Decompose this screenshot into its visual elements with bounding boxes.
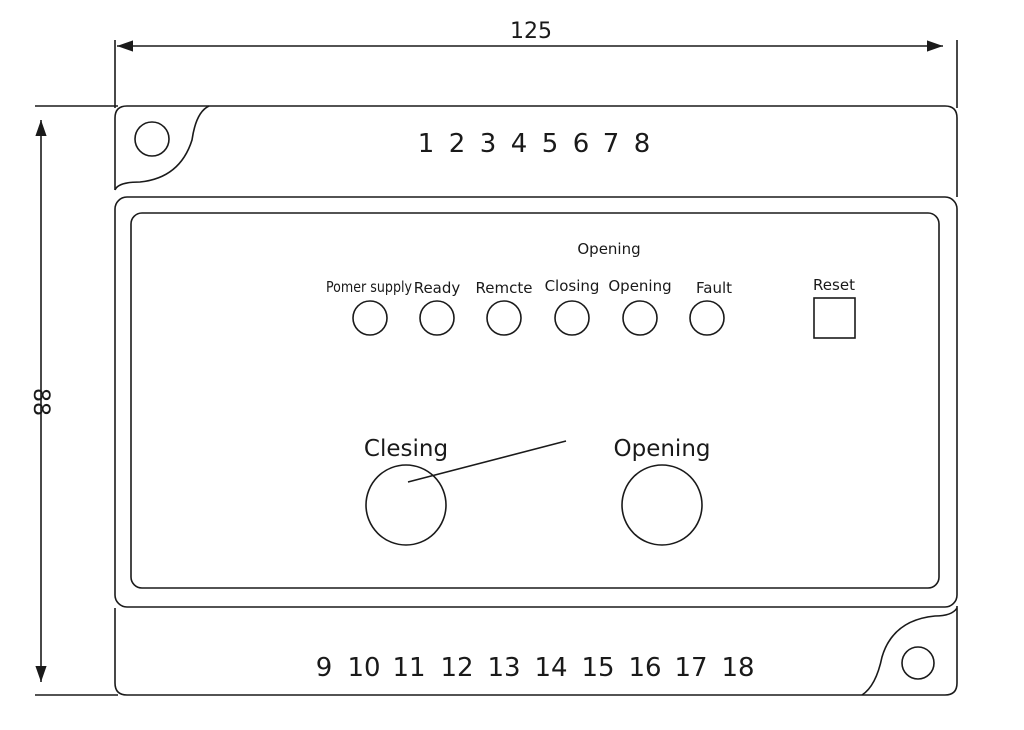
terminal-number: 8 [634,129,651,159]
terminal-number: 13 [487,653,520,683]
bottom-terminal-strip [114,606,958,696]
terminal-number: 17 [674,653,707,683]
closing-lamp [554,300,590,336]
opening-button-label: Opening [614,436,711,462]
terminal-number: 7 [603,129,620,159]
terminal-number: 12 [440,653,473,683]
reset-label: Reset [813,276,855,294]
fault-lamp [689,300,725,336]
terminal-number: 3 [480,129,497,159]
front-panel [130,212,940,589]
height-dimension: 88 [28,105,118,696]
indicator-label-power-supply: Pomer supply [326,278,412,296]
indicator-labels: Pomer supply Ready Remcte Closing Openin… [326,277,732,297]
indicator-label-remote: Remcte [476,279,533,297]
mounting-hole-bottom-right [901,646,935,680]
indicator-label-closing: Closing [545,277,600,295]
terminal-number: 6 [573,129,590,159]
terminal-number: 4 [511,129,528,159]
bottom-terminal-numbers: 9 10 11 12 13 14 15 16 17 18 [316,653,755,683]
opening-button[interactable] [621,464,703,546]
remote-lamp [486,300,522,336]
main-body [114,196,958,608]
terminal-number: 15 [581,653,614,683]
terminal-number: 10 [347,653,380,683]
device-enclosure [114,105,958,696]
power-supply-lamp [352,300,388,336]
mounting-hole-top-left [134,121,170,157]
terminal-number: 5 [542,129,559,159]
top-terminal-strip [114,105,958,197]
terminal-number: 2 [449,129,466,159]
indicator-label-fault: Fault [696,279,732,297]
reset-button[interactable] [813,297,856,339]
width-label: 125 [510,19,552,44]
indicator-label-ready: Ready [414,279,461,297]
top-terminal-numbers: 1 2 3 4 5 6 7 8 [418,129,651,159]
leader-line [407,440,567,483]
height-label: 88 [28,388,53,416]
width-dimension: 125 [114,19,958,108]
indicator-lamps [352,300,725,336]
indicator-label-opening: Opening [608,277,671,295]
ready-lamp [419,300,455,336]
top-left-ear [114,105,210,191]
terminal-number: 16 [628,653,661,683]
opening-lamp [622,300,658,336]
closing-button-label: Clesing [364,436,448,462]
closing-button[interactable] [365,464,447,546]
terminal-number: 1 [418,129,435,159]
terminal-number: 18 [721,653,754,683]
terminal-number: 14 [534,653,567,683]
panel-header-label: Opening [577,240,640,258]
bottom-right-ear [861,607,958,696]
terminal-number: 9 [316,653,333,683]
terminal-number: 11 [392,653,425,683]
